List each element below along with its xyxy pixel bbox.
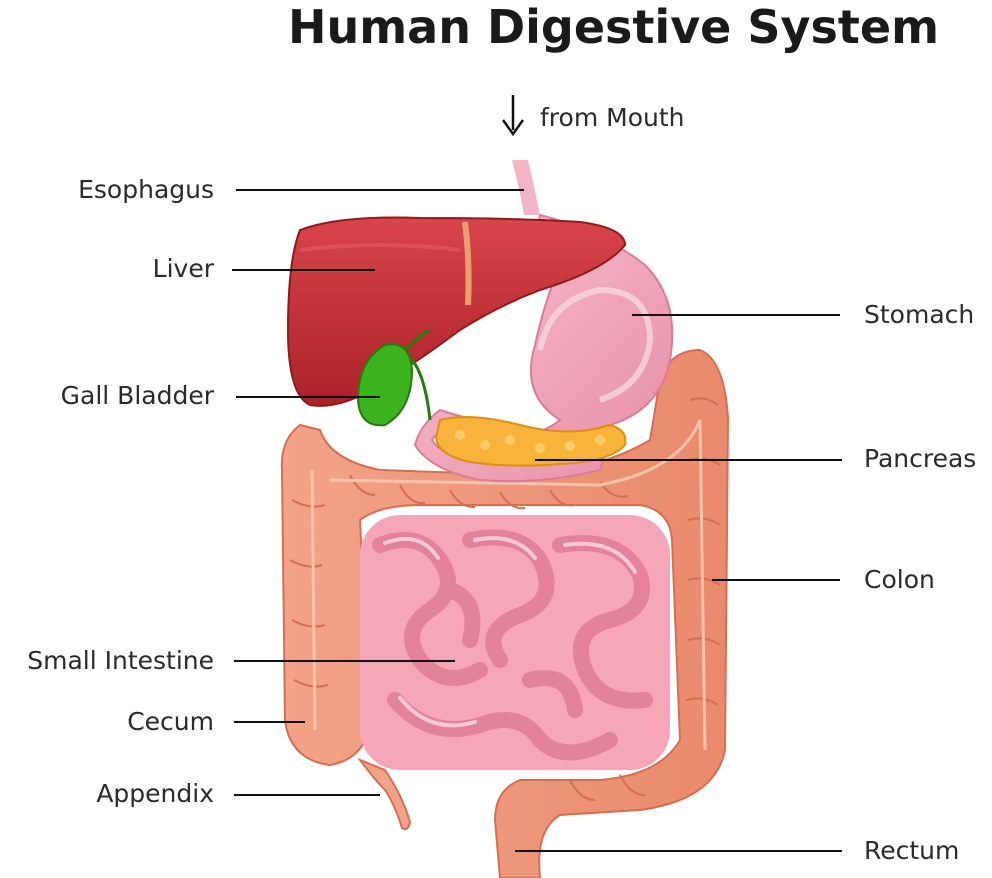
colon-shape <box>280 348 730 878</box>
appendix-shape <box>357 757 412 831</box>
label-esophagus: Esophagus <box>78 175 214 204</box>
label-colon: Colon <box>864 565 935 594</box>
small-intestine-shape <box>360 515 670 770</box>
pancreas-shape <box>434 415 627 467</box>
stomach-shape <box>413 213 674 483</box>
from-mouth-label: from Mouth <box>540 103 685 132</box>
label-gall-bladder: Gall Bladder <box>60 381 214 410</box>
label-cecum: Cecum <box>127 707 214 736</box>
leader-lines <box>232 189 842 852</box>
label-pancreas: Pancreas <box>864 444 977 473</box>
label-rectum: Rectum <box>864 836 960 865</box>
gall-bladder-shape <box>356 328 432 427</box>
label-stomach: Stomach <box>864 300 975 329</box>
label-liver: Liver <box>152 254 214 283</box>
label-small-intestine: Small Intestine <box>27 646 214 675</box>
label-appendix: Appendix <box>96 779 214 808</box>
down-arrow-icon <box>501 95 525 137</box>
esophagus-shape <box>512 160 540 215</box>
diagram-title: Human Digestive System <box>288 0 940 54</box>
